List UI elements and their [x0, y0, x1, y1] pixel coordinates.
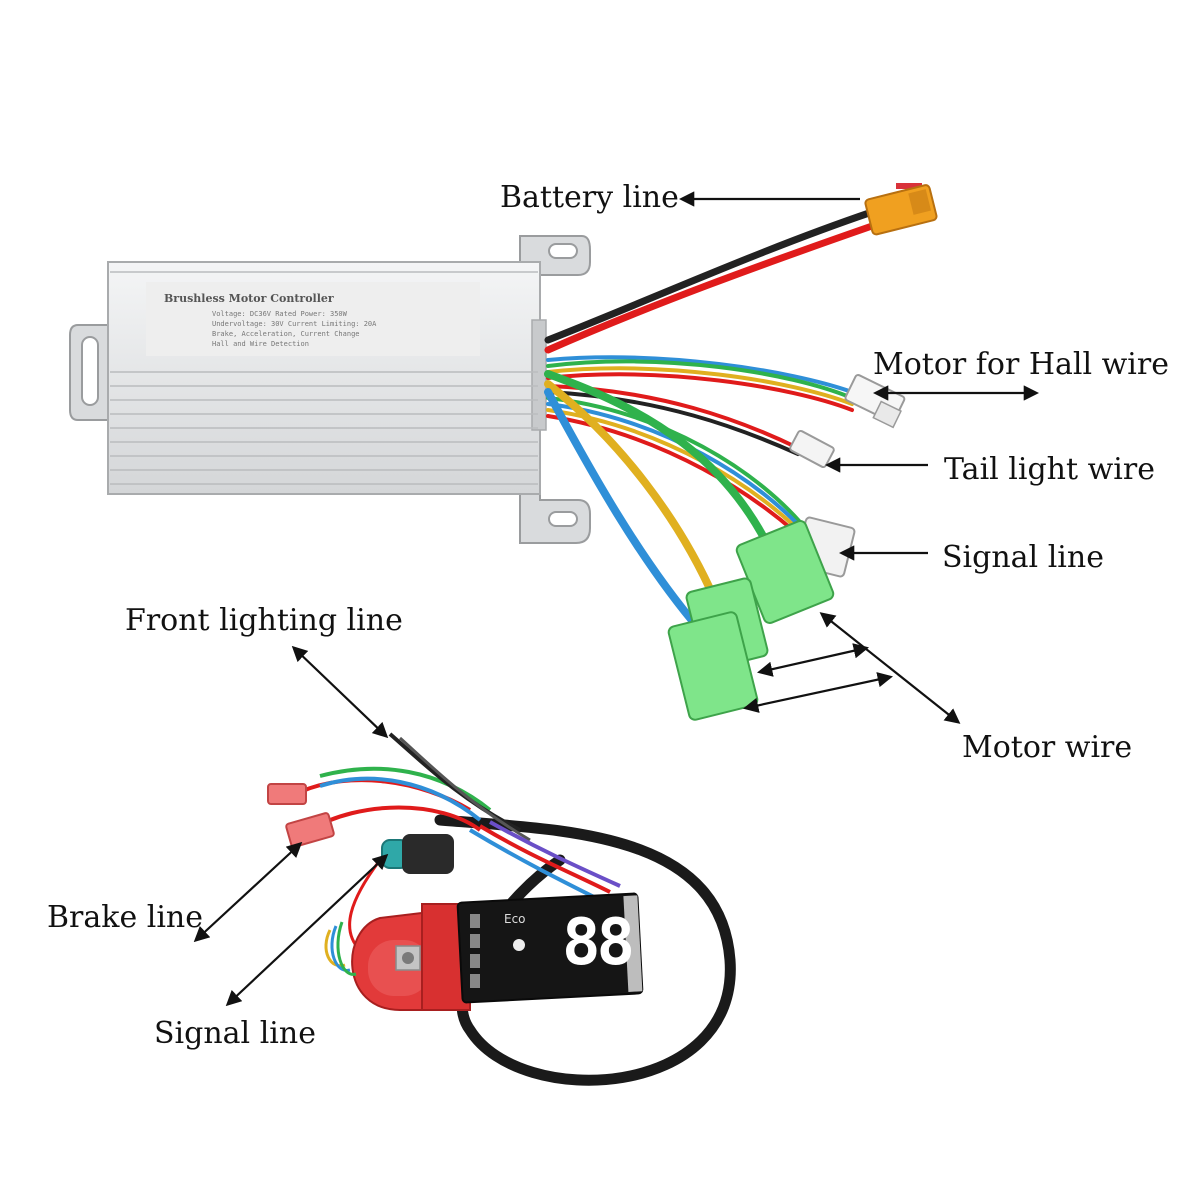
brake-connector-2 [285, 812, 335, 848]
hall-connector [844, 374, 906, 429]
motor-wire-yellow [544, 380, 719, 604]
label-tail-light-wire: Tail light wire [944, 452, 1155, 487]
tail-connector [789, 429, 835, 469]
arrow-motor-2 [756, 643, 870, 677]
lcd-dots [470, 914, 480, 988]
arrow-signal-display [225, 853, 389, 1007]
arrow-front [291, 645, 389, 739]
controller-wires [544, 208, 876, 634]
control-pcb [324, 903, 471, 1011]
label-brake-line: Brake line [47, 900, 204, 935]
battery-connector [864, 183, 938, 236]
motor-wire-green [544, 370, 779, 564]
motor-connectors [667, 520, 835, 721]
mode-indicator: Eco [504, 912, 526, 926]
label-battery-line: Battery line [500, 180, 679, 215]
brake-connector-1 [267, 783, 307, 805]
battery-wire-black [544, 208, 876, 344]
leader-lines [193, 191, 1040, 1007]
label-motor-wire: Motor wire [962, 730, 1133, 765]
heat-sink-fins [110, 271, 538, 485]
signal-plug [381, 834, 454, 874]
display-unit [267, 732, 736, 1086]
arrow-brake [193, 841, 303, 943]
label-motor-hall-wire: Motor for Hall wire [873, 347, 1169, 382]
arrow-motor-3 [742, 672, 894, 713]
controller-spec-line: Hall and Wire Detection [212, 340, 309, 348]
label-front-lighting-line: Front lighting line [125, 603, 403, 638]
controller-label-plate: Brushless Motor Controller Voltage: DC36… [146, 282, 480, 356]
label-signal-line-display: Signal line [154, 1016, 316, 1051]
controller-spec-line: Undervoltage: 30V Current Limiting: 20A [212, 320, 377, 328]
arrow-motor-1 [819, 612, 961, 724]
controller-spec-line: Brake, Acceleration, Current Change [212, 330, 360, 338]
battery-wire-red [544, 222, 876, 354]
controller-spec-line: Voltage: DC36V Rated Power: 350W [212, 310, 347, 318]
label-signal-line-controller: Signal line [942, 540, 1104, 575]
speed-readout: 88 [562, 906, 635, 980]
motor-wire-blue [544, 388, 704, 634]
controller-title: Brushless Motor Controller [164, 292, 334, 305]
